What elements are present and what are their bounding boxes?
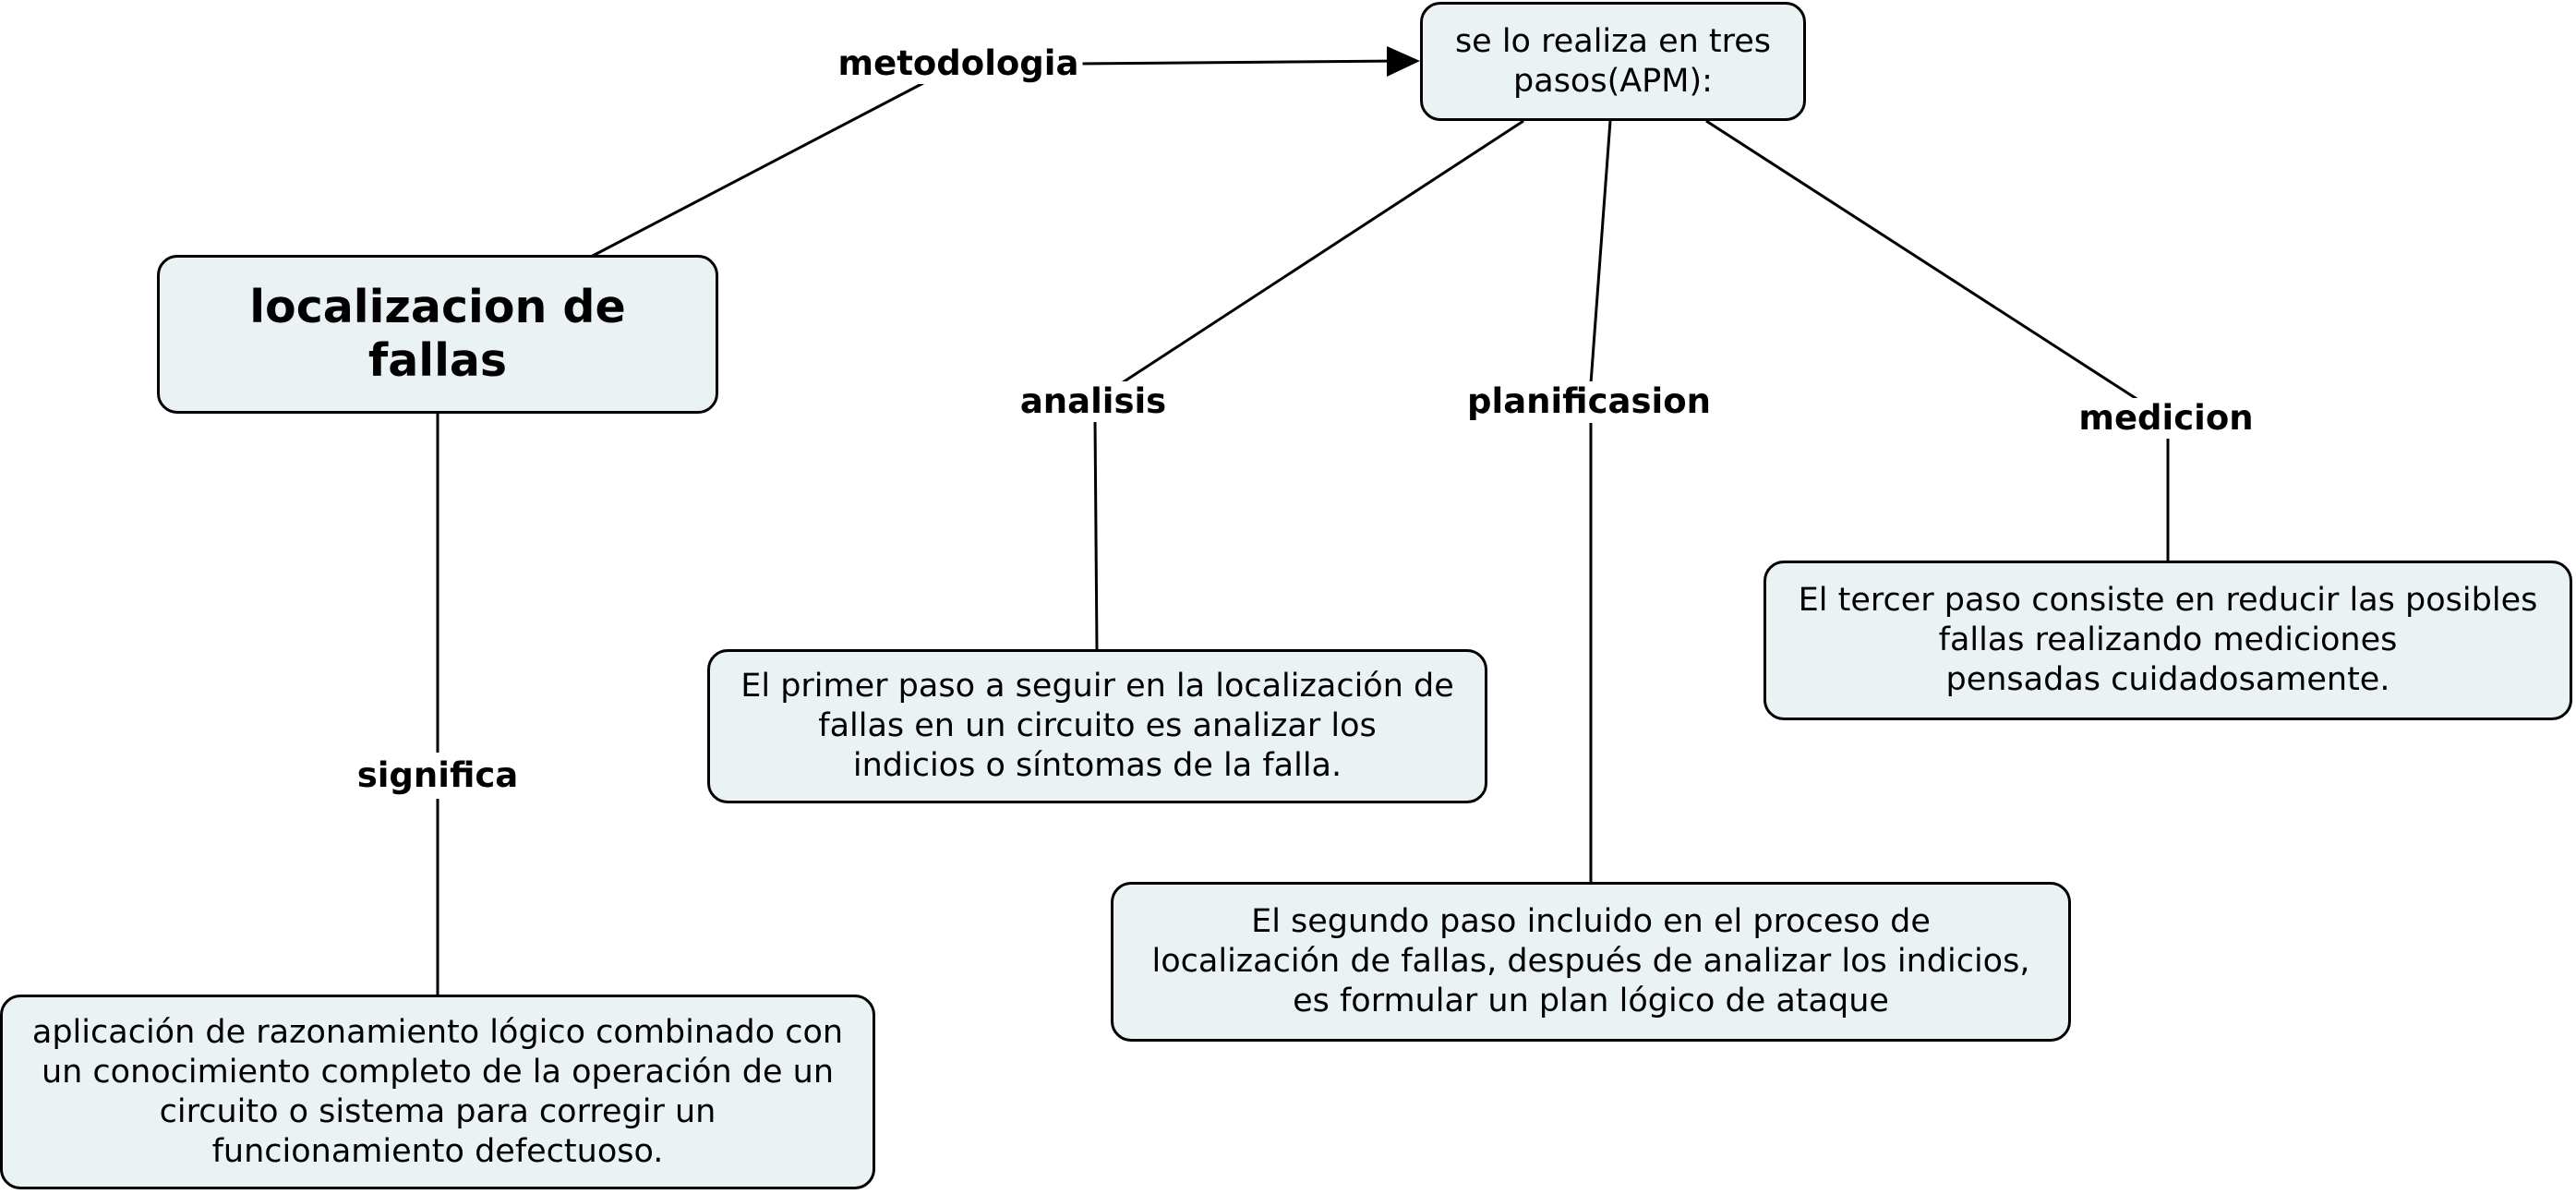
- link-label-significa: significa: [353, 755, 523, 796]
- link-label-planificasion: planificasion: [1463, 381, 1715, 422]
- link-label-analisis: analisis: [1016, 381, 1171, 422]
- link-label-medicion: medicion: [2075, 398, 2257, 439]
- arrow-metodologia-to-steps: [1075, 59, 1402, 66]
- line-steps-to-analisis: [1116, 119, 1524, 388]
- link-label-metodologia: metodologia: [834, 43, 1083, 84]
- line-analisis-to-analysis: [1093, 419, 1099, 651]
- node-main-topic: localizacion de fallas: [157, 255, 718, 414]
- node-definition: aplicación de razonamiento lógico combin…: [0, 995, 875, 1189]
- line-steps-to-medicion: [1705, 119, 2145, 405]
- line-main-to-metodologia: [590, 81, 924, 259]
- line-steps-to-planificasion: [1589, 120, 1612, 384]
- node-planning: El segundo paso incluido en el proceso d…: [1111, 882, 2071, 1042]
- arrowhead-icon: [1387, 46, 1420, 77]
- node-steps: se lo realiza en tres pasos(APM):: [1420, 2, 1806, 121]
- node-analysis: El primer paso a seguir en la localizaci…: [707, 649, 1487, 803]
- node-measurement: El tercer paso consiste en reducir las p…: [1763, 561, 2572, 720]
